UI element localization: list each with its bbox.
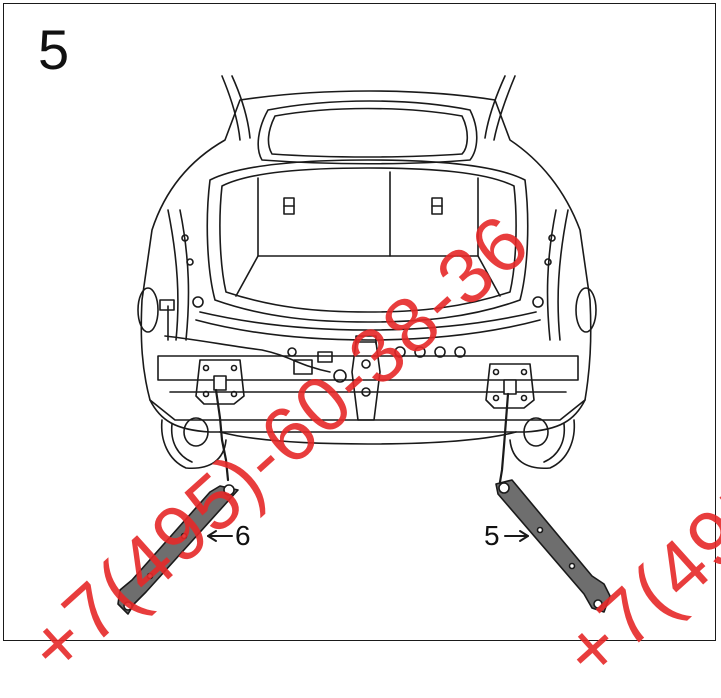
rear-pillars [221, 75, 516, 141]
right-mount-plate [485, 363, 535, 484]
arrow-left-icon [207, 530, 233, 542]
step-number: 5 [38, 18, 70, 81]
tow-bracket-bar-6 [117, 484, 239, 615]
arrow-right-icon [504, 530, 529, 542]
part-label-6: 6 [235, 520, 251, 551]
car-rear-illustration [117, 75, 611, 615]
left-mount-plate [195, 359, 245, 482]
car-body [137, 90, 597, 469]
tow-bracket-bar-5 [495, 479, 611, 613]
part-label-5: 5 [484, 520, 500, 551]
